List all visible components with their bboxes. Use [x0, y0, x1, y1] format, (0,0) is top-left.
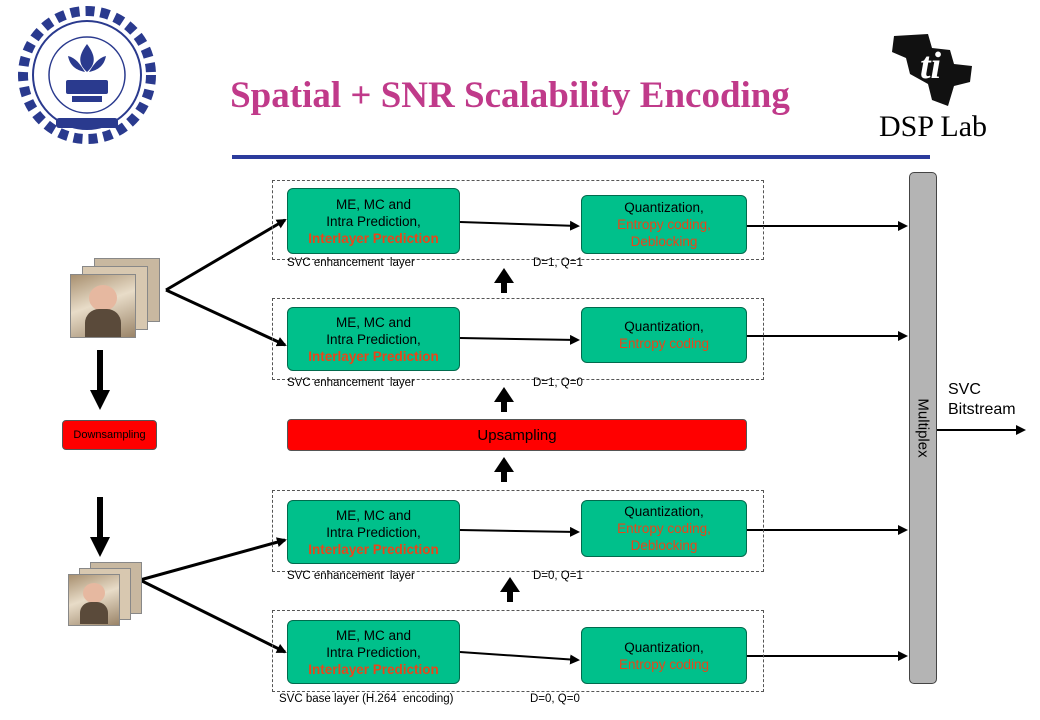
- layer-frame-d0-q1: [272, 490, 764, 572]
- layer-params: D=1, Q=1: [533, 257, 583, 269]
- prediction-block-d0-q0: ME, MC and Intra Prediction, Interlayer …: [287, 620, 460, 684]
- layer-frame-d0-q0: [272, 610, 764, 692]
- prediction-line2: Intra Prediction,: [326, 524, 421, 540]
- input-frames-downsampled: [68, 562, 148, 626]
- prediction-line1: ME, MC and: [335, 314, 412, 330]
- layer-params: D=0, Q=0: [530, 693, 580, 705]
- iit-bombay-emblem-icon: [8, 6, 166, 144]
- prediction-line2: Intra Prediction,: [326, 213, 421, 229]
- quantization-line1: Quantization,: [624, 319, 704, 334]
- prediction-line3: Interlayer Prediction: [308, 348, 439, 364]
- quantization-line1: Quantization,: [624, 504, 704, 519]
- layer-caption: SVC enhancement layer: [287, 377, 415, 389]
- quantization-block-d0-q1: Quantization, Entropy coding, Deblocking: [581, 500, 747, 557]
- texas-instruments-logo-icon: ti: [888, 30, 978, 110]
- quantization-block-d1-q1: Quantization, Entropy coding, Deblocking: [581, 195, 747, 254]
- svc-bitstream-label: SVC Bitstream: [948, 380, 1016, 420]
- quantization-block-d0-q0: Quantization, Entropy coding: [581, 627, 747, 684]
- prediction-block-d1-q1: ME, MC and Intra Prediction, Interlayer …: [287, 188, 460, 254]
- quantization-block-d1-q0: Quantization, Entropy coding: [581, 307, 747, 363]
- quantization-line3: Deblocking: [630, 234, 698, 249]
- prediction-line3: Interlayer Prediction: [308, 661, 439, 677]
- title-divider: [232, 155, 930, 159]
- input-frames-full-resolution: [70, 258, 166, 338]
- slide-title: Spatial + SNR Scalability Encoding: [230, 75, 790, 116]
- dsp-lab-label: DSP Lab: [878, 110, 988, 143]
- layer-caption: SVC base layer (H.264 encoding): [279, 693, 454, 705]
- prediction-block-d0-q1: ME, MC and Intra Prediction, Interlayer …: [287, 500, 460, 564]
- downsampling-block: Downsampling: [62, 420, 157, 450]
- prediction-line1: ME, MC and: [335, 196, 412, 212]
- layer-caption: SVC enhancement layer: [287, 257, 415, 269]
- quantization-line2: Entropy coding,: [617, 217, 711, 232]
- layer-params: D=1, Q=0: [533, 377, 583, 389]
- prediction-line2: Intra Prediction,: [326, 331, 421, 347]
- svg-text:ti: ti: [920, 45, 942, 87]
- prediction-block-d1-q0: ME, MC and Intra Prediction, Interlayer …: [287, 307, 460, 371]
- multiplex-label: Multiplex: [914, 398, 932, 458]
- quantization-line1: Quantization,: [624, 639, 704, 655]
- prediction-line2: Intra Prediction,: [326, 644, 421, 660]
- quantization-line2: Entropy coding,: [617, 521, 711, 536]
- quantization-line2: Entropy coding: [618, 656, 710, 672]
- multiplex-block: [909, 172, 937, 684]
- layer-frame-d1-q1: [272, 180, 764, 260]
- prediction-line3: Interlayer Prediction: [308, 230, 439, 246]
- prediction-line1: ME, MC and: [335, 627, 412, 643]
- layer-params: D=0, Q=1: [533, 570, 583, 582]
- prediction-line1: ME, MC and: [335, 507, 412, 523]
- quantization-line2: Entropy coding: [618, 336, 710, 351]
- quantization-line3: Deblocking: [630, 538, 698, 553]
- prediction-line3: Interlayer Prediction: [308, 541, 439, 557]
- quantization-line1: Quantization,: [624, 200, 704, 215]
- upsampling-block: Upsampling: [287, 419, 747, 451]
- svc-bitstream-line2: Bitstream: [948, 401, 1016, 418]
- layer-frame-d1-q0: [272, 298, 764, 380]
- layer-caption: SVC enhancement layer: [287, 570, 415, 582]
- svc-bitstream-line1: SVC: [948, 381, 981, 398]
